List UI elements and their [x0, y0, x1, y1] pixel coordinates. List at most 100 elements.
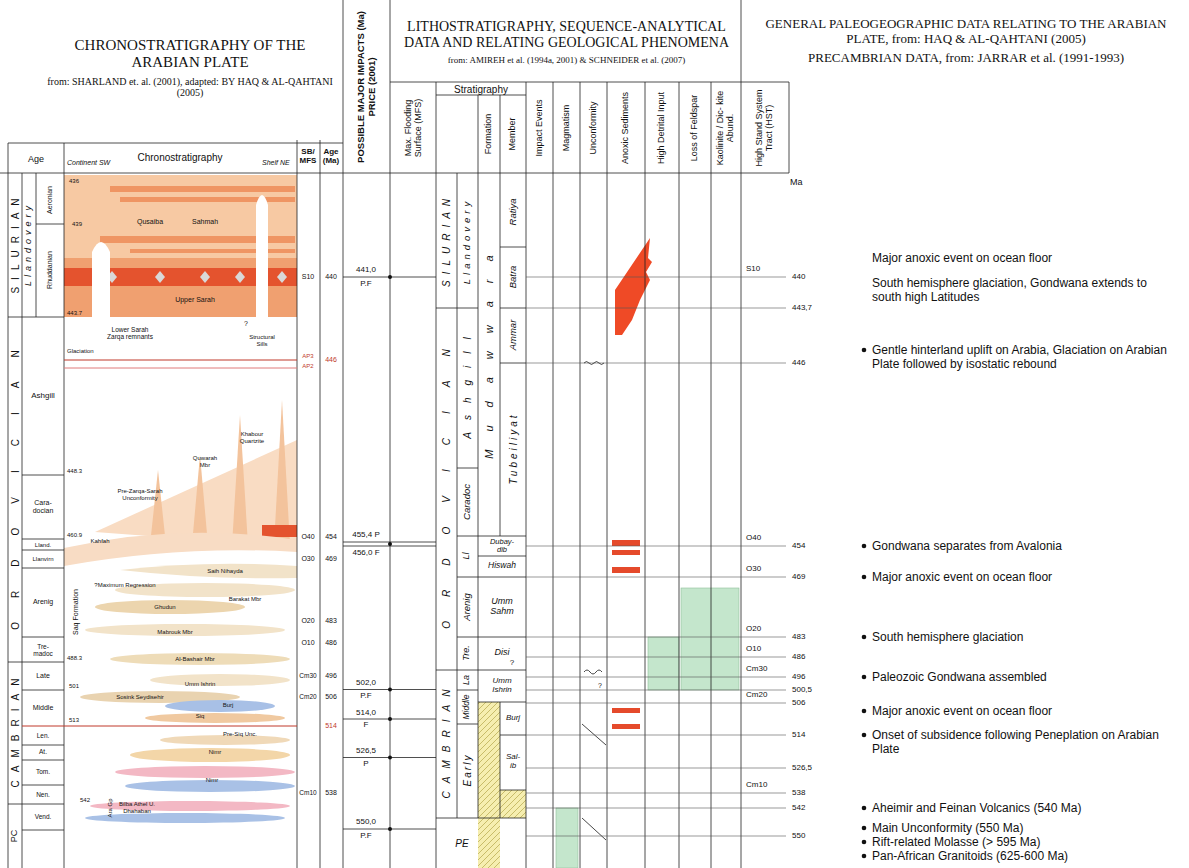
text-stack: CHRONOSTRATIGRAPHY OF THE ARABIAN PLATEf…: [44, 37, 336, 99]
column-heading: Stratigraphy: [454, 84, 508, 95]
age-value: 460.9: [67, 532, 82, 539]
chronostrat-fill: [130, 748, 290, 762]
header-source: PRECAMBRIAN DATA, from: JARRAR et al. (1…: [750, 50, 1182, 65]
strat-unit: Early: [462, 754, 473, 789]
strat-unit: La: [462, 675, 472, 685]
column-heading: High Stand System Tract (HST): [755, 86, 775, 170]
strat-unit: Burj: [506, 714, 520, 723]
age-tick-line: [526, 277, 786, 836]
chronostrat-fill: [64, 175, 297, 317]
time-unit: ORDOVICIAN: [10, 326, 21, 653]
header-title: GENERAL PALEOGEOGRAPHIC DATA RELATING TO…: [750, 17, 1182, 47]
age-value: 501: [69, 683, 79, 690]
chronostrat-fill: [110, 186, 295, 192]
chronostrat-fill: [277, 271, 287, 283]
time-unit: Cara- docian: [28, 499, 58, 514]
column-heading: High Detrital Input: [657, 86, 667, 170]
unit-name: Nimr: [209, 749, 222, 756]
age-value: 496: [792, 673, 805, 682]
impact-value: 502,0: [356, 679, 376, 688]
sequence-label: Cm30: [746, 665, 767, 674]
event-note: Major anoxic event on ocean floor: [872, 704, 1052, 718]
impact-value: F: [364, 721, 369, 730]
unit-name: Nimr: [206, 777, 219, 784]
chronostrat-fill: [150, 470, 166, 545]
header-cell: Max. Flooding Surface (MFS): [390, 84, 436, 172]
age-value: 483: [325, 617, 337, 625]
grid-line: [8, 224, 64, 830]
age-value: 542: [80, 797, 90, 804]
age-value: 486: [325, 639, 337, 647]
event-note: Gondwana separates from Avalonia: [872, 539, 1062, 553]
time-unit: Middle: [33, 704, 54, 712]
age-value: 514: [792, 731, 805, 740]
chronostrat-fill: [150, 674, 290, 686]
age-value: 439: [72, 221, 82, 228]
column-heading: Anoxic Sediments: [621, 86, 631, 170]
bullet-dot: [862, 635, 867, 640]
impact-value: P.F: [360, 280, 371, 289]
unit-name: Ara Gp: [107, 798, 114, 817]
formation-hatch: [478, 702, 526, 868]
unit-name: Lower Sarah Zarqa remnants: [107, 326, 153, 340]
chronostrat-fill: [120, 197, 295, 202]
header-cell: GENERAL PALEOGEOGRAPHIC DATA RELATING TO…: [746, 2, 1186, 80]
chronostrat-fill: [192, 455, 208, 545]
sequence-label: AP2: [302, 363, 313, 370]
column-heading: Magmatism: [562, 105, 572, 152]
chronostrat-fill: [115, 766, 295, 778]
impact-dot: [388, 827, 392, 831]
column-heading: Unconformity: [589, 101, 599, 154]
header-title: POSSIBLE MAJOR IMPACTS (Ma) PRICE (2001): [356, 7, 378, 167]
event-note: Onset of subsidence following Peneplatio…: [872, 728, 1162, 757]
sequence-label: O20: [301, 617, 314, 625]
sequence-label: O40: [746, 534, 761, 543]
time-unit: Late: [36, 672, 50, 680]
sequence-label: S10: [746, 265, 760, 274]
text-stack: POSSIBLE MAJOR IMPACTS (Ma) PRICE (2001): [356, 7, 378, 167]
event-note: South hemisphere glaciation: [872, 630, 1023, 644]
sequence-label: Cm20: [299, 693, 316, 700]
chronostrat-fill: [92, 242, 110, 317]
header-title: LITHOSTRATIGRAPHY, SEQUENCE-ANALYTICAL D…: [396, 19, 737, 51]
text-stack: Max. Flooding Surface (MFS): [403, 87, 424, 169]
strat-unit: Caradoc: [462, 484, 472, 520]
impact-dot: [388, 688, 392, 692]
event-note: Major anoxic event on ocean floor: [872, 570, 1052, 584]
bullet-dot: [862, 544, 867, 549]
impact-value: 456,0 F: [352, 549, 379, 558]
strat-unit: Middle: [462, 694, 471, 719]
strat-unit: ORDOVICIAN: [441, 325, 452, 652]
unconformity-symbol: [582, 818, 606, 840]
bullet-dot: [862, 840, 867, 845]
unit-name: Mabrouk Mbr: [157, 629, 192, 636]
unit-name: Qusaiba: [137, 218, 163, 226]
impact-dot: [388, 275, 392, 279]
chronostrat-fill: [200, 271, 210, 283]
impact-value: P.F: [360, 692, 371, 701]
age-value: 513: [69, 717, 79, 724]
time-unit: Llandovery: [24, 202, 34, 290]
strat-unit: Umm Ishrin: [486, 677, 518, 695]
event-note: Aheimir and Feinan Volcanics (540 Ma): [872, 801, 1081, 815]
strat-unit: Dubay- dib: [487, 538, 517, 555]
phenomena-fill: [556, 238, 739, 868]
impact-dot: [388, 717, 392, 721]
bullet-dot: [862, 733, 867, 738]
sequence-boundary-line: [64, 360, 297, 361]
phenomena-fill: [615, 238, 652, 335]
unit-name: Pre-Zarqa-Sarah Unconformity: [110, 488, 170, 501]
time-unit: Vend.: [35, 813, 52, 820]
unit-name: Ghudun: [154, 604, 175, 611]
time-unit: Lland.: [35, 542, 51, 549]
strat-unit: Ashgill: [462, 325, 473, 450]
unconformity-symbol: [582, 724, 606, 745]
impact-value: 550,0: [356, 818, 376, 827]
column-heading: Chronostratigraphy: [137, 152, 222, 163]
header-cell: CHRONOSTRATIGRAPHY OF THE ARABIAN PLATEf…: [40, 8, 340, 128]
bullet-dot: [862, 806, 867, 811]
age-value: 436: [69, 178, 79, 185]
header-cell: POSSIBLE MAJOR IMPACTS (Ma) PRICE (2001): [343, 4, 390, 170]
header-source: from: AMIREH et al. (1994a, 2001) & SCHN…: [396, 55, 737, 65]
age-value: 488.3: [67, 655, 82, 662]
